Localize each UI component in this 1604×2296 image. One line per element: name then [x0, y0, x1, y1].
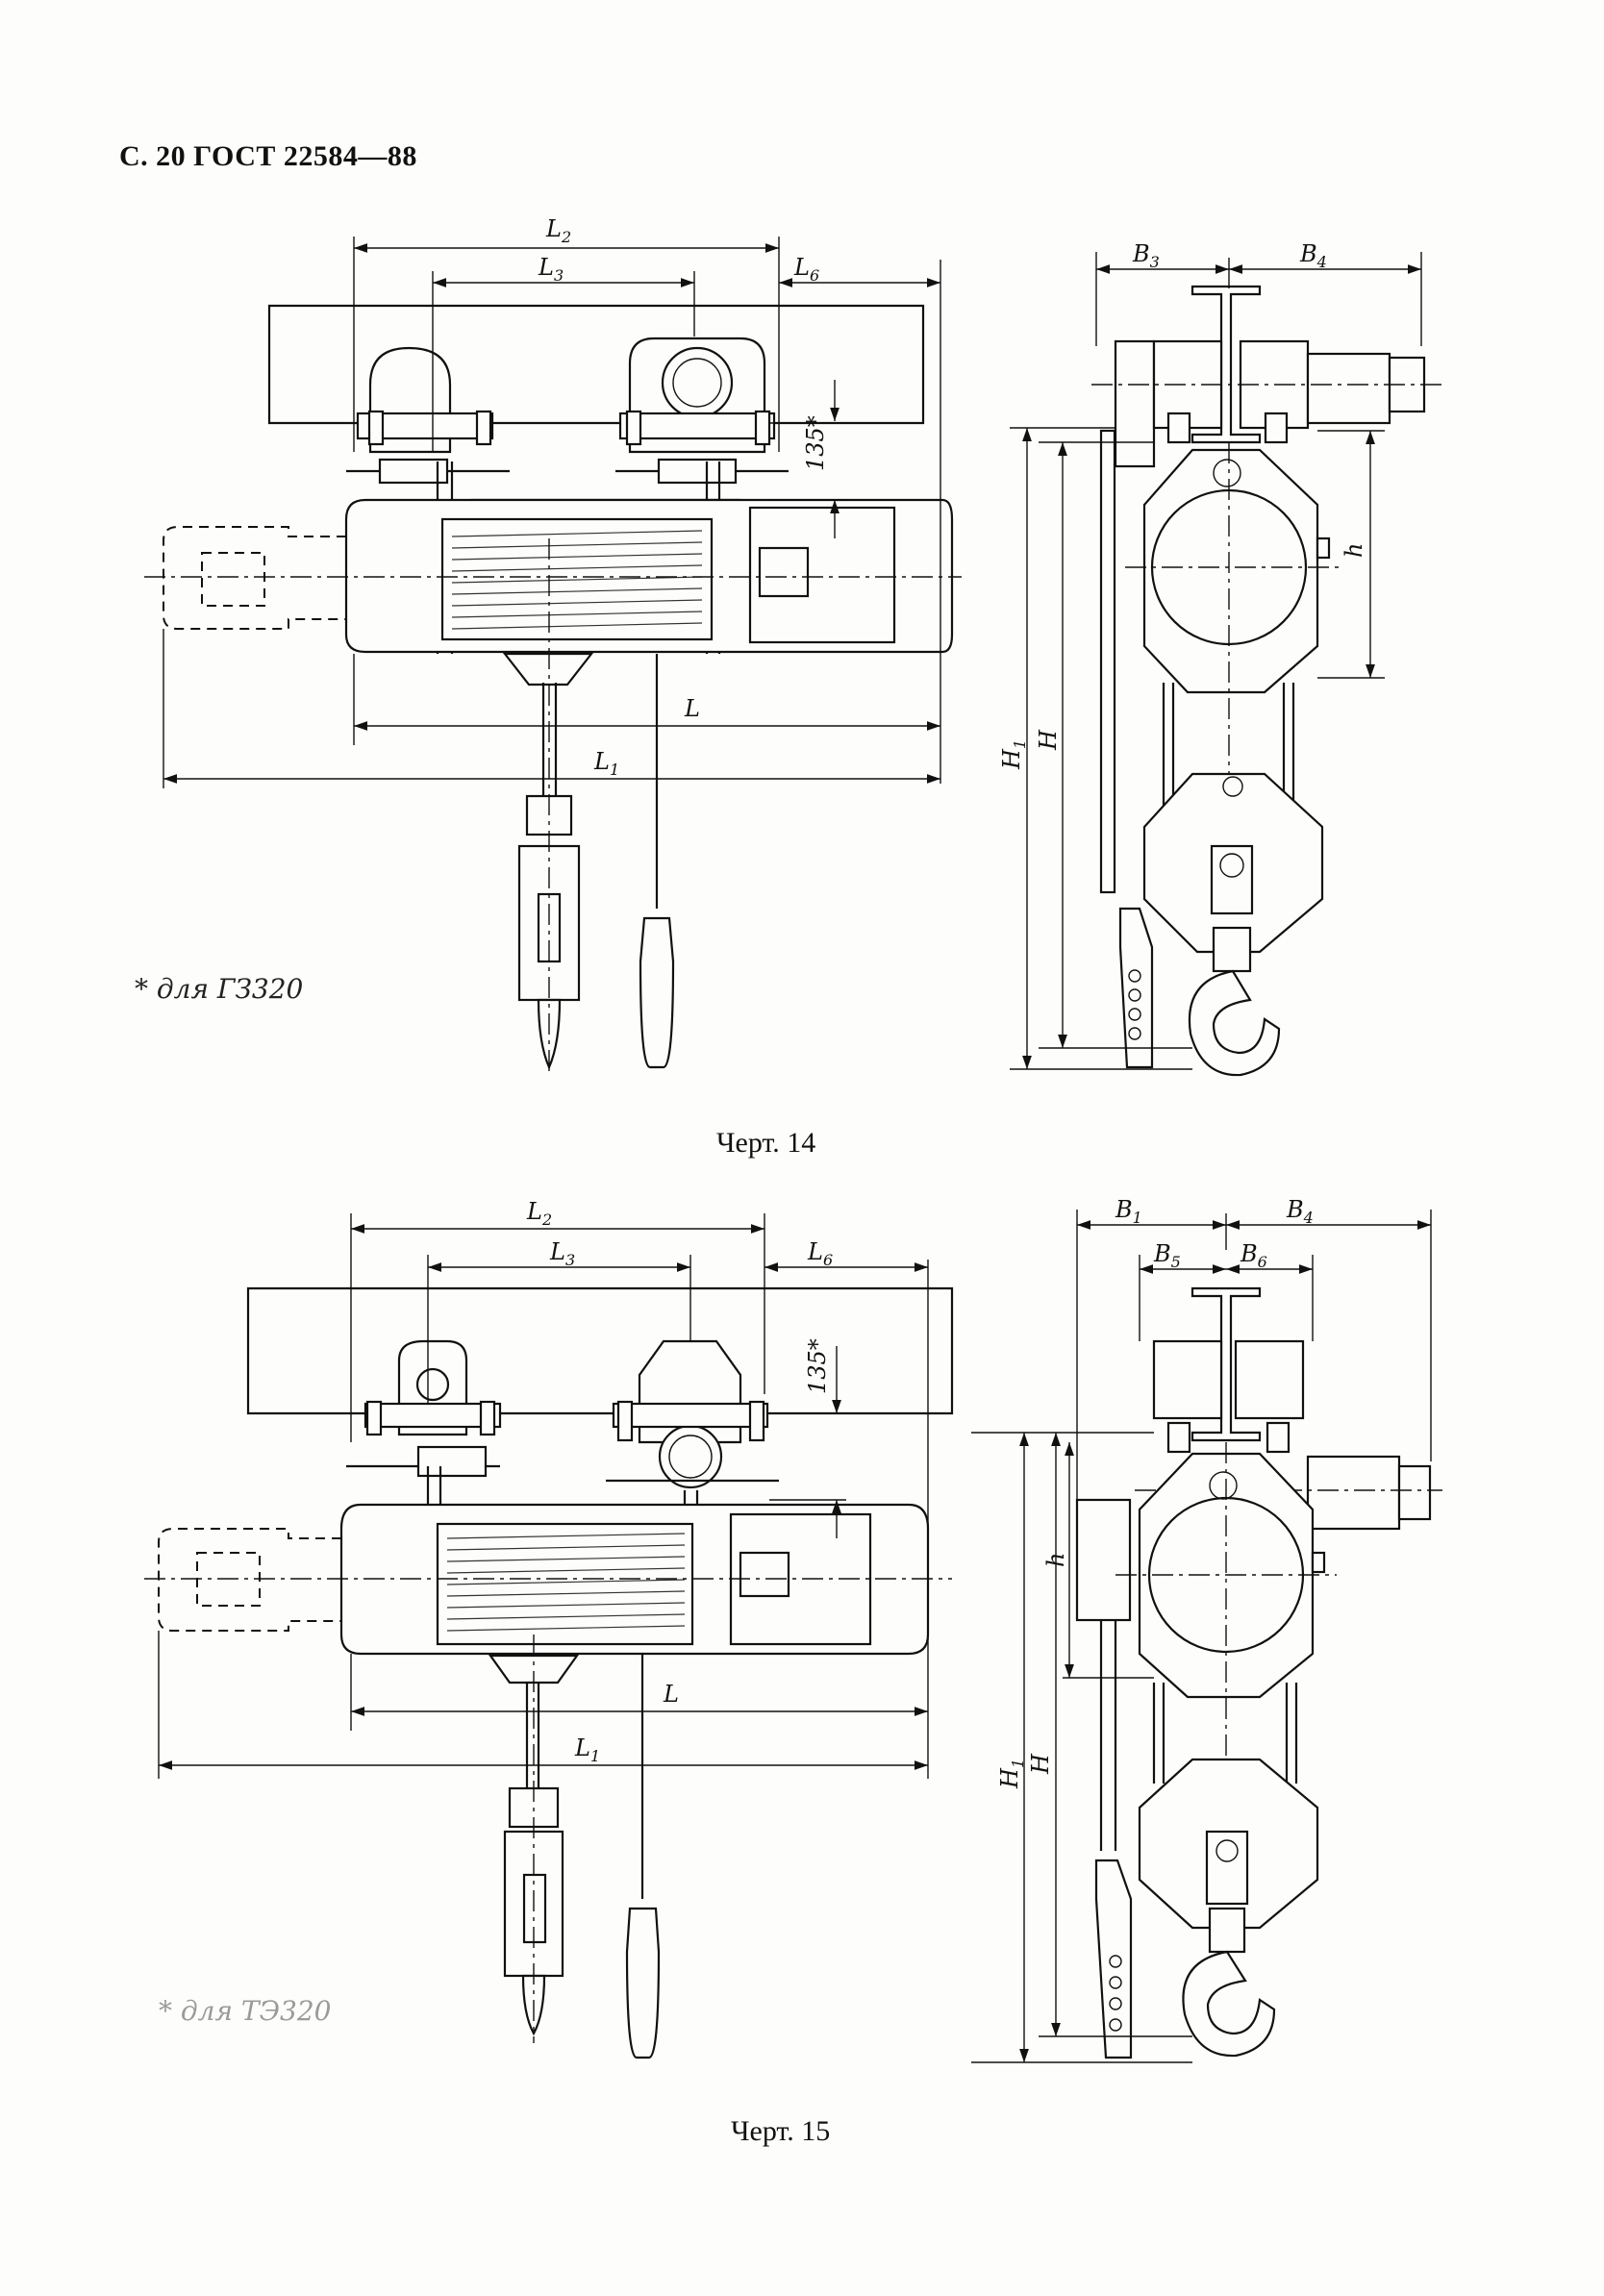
- dim-l1: L1: [593, 748, 619, 779]
- figure-14: L2 L3 L6 L L1 135*: [144, 215, 1442, 1077]
- dim-l3-f15: L3: [549, 1238, 575, 1269]
- dim-H: H: [1035, 729, 1062, 751]
- page-header: С. 20 ГОСТ 22584—88: [119, 140, 417, 172]
- dim-l6: L6: [793, 254, 819, 285]
- dim-b6-f15: B6: [1240, 1240, 1267, 1271]
- dim-l-f15: L: [663, 1681, 679, 1708]
- dim-b4-f15: B4: [1286, 1196, 1314, 1227]
- dim-h: h: [1341, 543, 1367, 558]
- caption-fig15: Черт. 15: [731, 2115, 831, 2147]
- footnote-fig15: * для ТЭ320: [159, 1995, 332, 2027]
- dim-l: L: [684, 695, 700, 722]
- caption-fig14: Черт. 14: [716, 1127, 816, 1159]
- dim-135: 135*: [802, 415, 829, 471]
- figure-15: L2 L3 L6 L L1 135*: [144, 1196, 1442, 2063]
- footnote-fig14: * для ГЗ320: [135, 973, 304, 1005]
- dim-l2-f15: L2: [526, 1198, 552, 1229]
- fig14-front-view: L2 L3 L6 L L1 135*: [144, 215, 962, 1077]
- dim-h-f15: h: [1042, 1553, 1069, 1567]
- dim-H1-f15: H1: [996, 1759, 1027, 1789]
- dim-l2: L2: [545, 215, 571, 246]
- dim-b1-f15: B1: [1115, 1196, 1142, 1227]
- dim-l1-f15: L1: [574, 1734, 600, 1765]
- dim-b3: B3: [1132, 240, 1160, 271]
- fig14-side-view: B3 B4 h H H1: [998, 240, 1442, 1077]
- dim-b4: B4: [1299, 240, 1327, 271]
- dim-H1: H1: [998, 739, 1029, 770]
- dim-l3: L3: [538, 254, 564, 285]
- dim-b5-f15: B5: [1153, 1240, 1181, 1271]
- dim-135-f15: 135*: [804, 1338, 831, 1394]
- fig15-side-view: B1 B4 B5 B6 h H H1: [971, 1196, 1442, 2063]
- dim-l6-f15: L6: [807, 1238, 833, 1269]
- fig15-front-view: L2 L3 L6 L L1 135*: [144, 1198, 954, 2059]
- dim-H-f15: H: [1027, 1753, 1054, 1775]
